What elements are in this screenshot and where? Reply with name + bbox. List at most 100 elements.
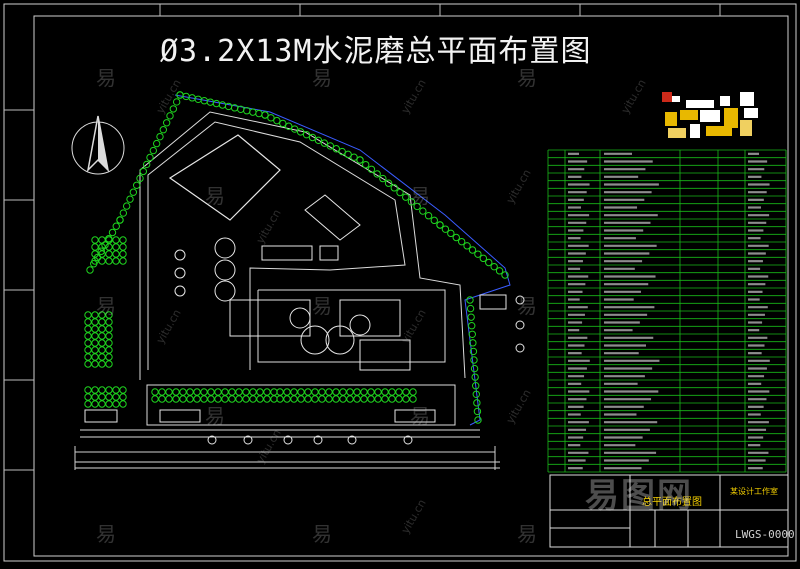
tree-mark: [193, 395, 201, 403]
tree-mark: [112, 257, 120, 265]
north-arrow-icon: [71, 115, 125, 175]
tree-mark: [474, 250, 482, 258]
tree-mark: [332, 145, 340, 153]
tree-mark: [98, 243, 106, 251]
tree-mark: [356, 156, 364, 164]
title-block-org: 某设计工作室: [730, 487, 778, 496]
tree-mark: [243, 107, 251, 115]
tree-mark: [381, 388, 389, 396]
buildings: [84, 134, 507, 423]
tree-mark: [395, 395, 403, 403]
tree-mark: [165, 395, 173, 403]
tree-mark: [91, 257, 99, 265]
tree-mark: [129, 188, 138, 196]
tree-mark: [469, 347, 478, 356]
tree-mark: [98, 360, 106, 368]
title-block-name: 总平面布置图: [642, 497, 702, 508]
tree-mark: [91, 346, 99, 354]
tree-mark: [84, 346, 92, 354]
tree-mark: [221, 395, 229, 403]
tree-mark: [471, 373, 479, 381]
tree-mark: [112, 400, 120, 408]
tree-mark: [172, 98, 181, 106]
tree-mark: [468, 246, 477, 254]
tree-mark: [407, 198, 416, 206]
tree-mark: [346, 395, 354, 403]
tree-mark: [228, 395, 236, 403]
tree-mark: [381, 395, 389, 403]
tree-mark: [290, 395, 298, 403]
tree-mark: [105, 243, 113, 251]
tree-mark: [360, 388, 368, 396]
tree-mark: [221, 388, 229, 396]
tree-mark: [255, 109, 263, 118]
tree-mark: [256, 395, 264, 403]
tree-mark: [374, 395, 382, 403]
tree-mark: [314, 136, 323, 145]
tree-mark: [119, 209, 128, 217]
tree-mark: [112, 386, 120, 394]
tree-mark: [91, 400, 99, 408]
tree-mark: [472, 382, 480, 390]
tree-mark: [179, 388, 187, 396]
tree-mark: [261, 111, 269, 119]
tree-mark: [402, 395, 410, 403]
tree-mark: [212, 99, 221, 108]
tree-mark: [98, 325, 106, 333]
tree-mark: [228, 388, 236, 396]
tree-mark: [339, 388, 347, 396]
tree-mark: [98, 339, 106, 347]
tree-mark: [311, 395, 319, 403]
tree-mark: [165, 388, 173, 396]
tree-mark: [207, 388, 215, 396]
tree-mark: [473, 399, 481, 407]
tree-mark: [105, 346, 113, 354]
tree-mark: [136, 174, 144, 183]
tree-mark: [207, 395, 215, 403]
tree-mark: [472, 390, 480, 398]
tree-mark: [105, 353, 113, 361]
tree-mark: [84, 311, 92, 319]
tree-mark: [242, 388, 250, 396]
tree-mark: [501, 271, 509, 279]
tree-mark: [395, 388, 403, 396]
tree-mark: [159, 126, 168, 134]
tree-mark: [346, 388, 354, 396]
tree-mark: [98, 236, 106, 244]
tree-mark: [490, 262, 498, 271]
tree-mark: [256, 388, 264, 396]
tree-mark: [98, 346, 106, 354]
tree-mark: [119, 257, 127, 265]
tree-mark: [132, 181, 141, 189]
tree-mark: [105, 400, 113, 408]
drawing-title: Ø3.2X13M水泥磨总平面布置图: [160, 34, 592, 69]
tree-mark: [200, 395, 208, 403]
tree-mark: [302, 130, 311, 139]
tree-mark: [285, 122, 293, 130]
logo-icon: [662, 92, 758, 138]
tree-mark: [105, 360, 113, 368]
tree-mark: [91, 325, 99, 333]
tree-mark: [338, 147, 346, 156]
tree-mark: [339, 395, 347, 403]
outer-frame: [3, 3, 797, 562]
tree-mark: [84, 360, 92, 368]
tree-mark: [98, 311, 106, 319]
tree-mark: [91, 250, 99, 258]
tree-mark: [105, 393, 113, 401]
tree-mark: [218, 101, 227, 109]
tree-mark: [441, 225, 450, 233]
tree-mark: [98, 257, 106, 265]
tree-mark: [485, 258, 493, 267]
tree-mark: [463, 242, 471, 250]
tree-mark: [84, 386, 92, 394]
tree-mark: [91, 360, 99, 368]
tree-mark: [297, 388, 305, 396]
tree-mark: [290, 388, 298, 396]
tree-mark: [466, 304, 475, 313]
tree-mark: [320, 139, 329, 147]
tree-mark: [98, 250, 106, 258]
tree-mark: [467, 313, 475, 321]
tree-mark: [409, 395, 417, 403]
tree-mark: [98, 386, 106, 394]
